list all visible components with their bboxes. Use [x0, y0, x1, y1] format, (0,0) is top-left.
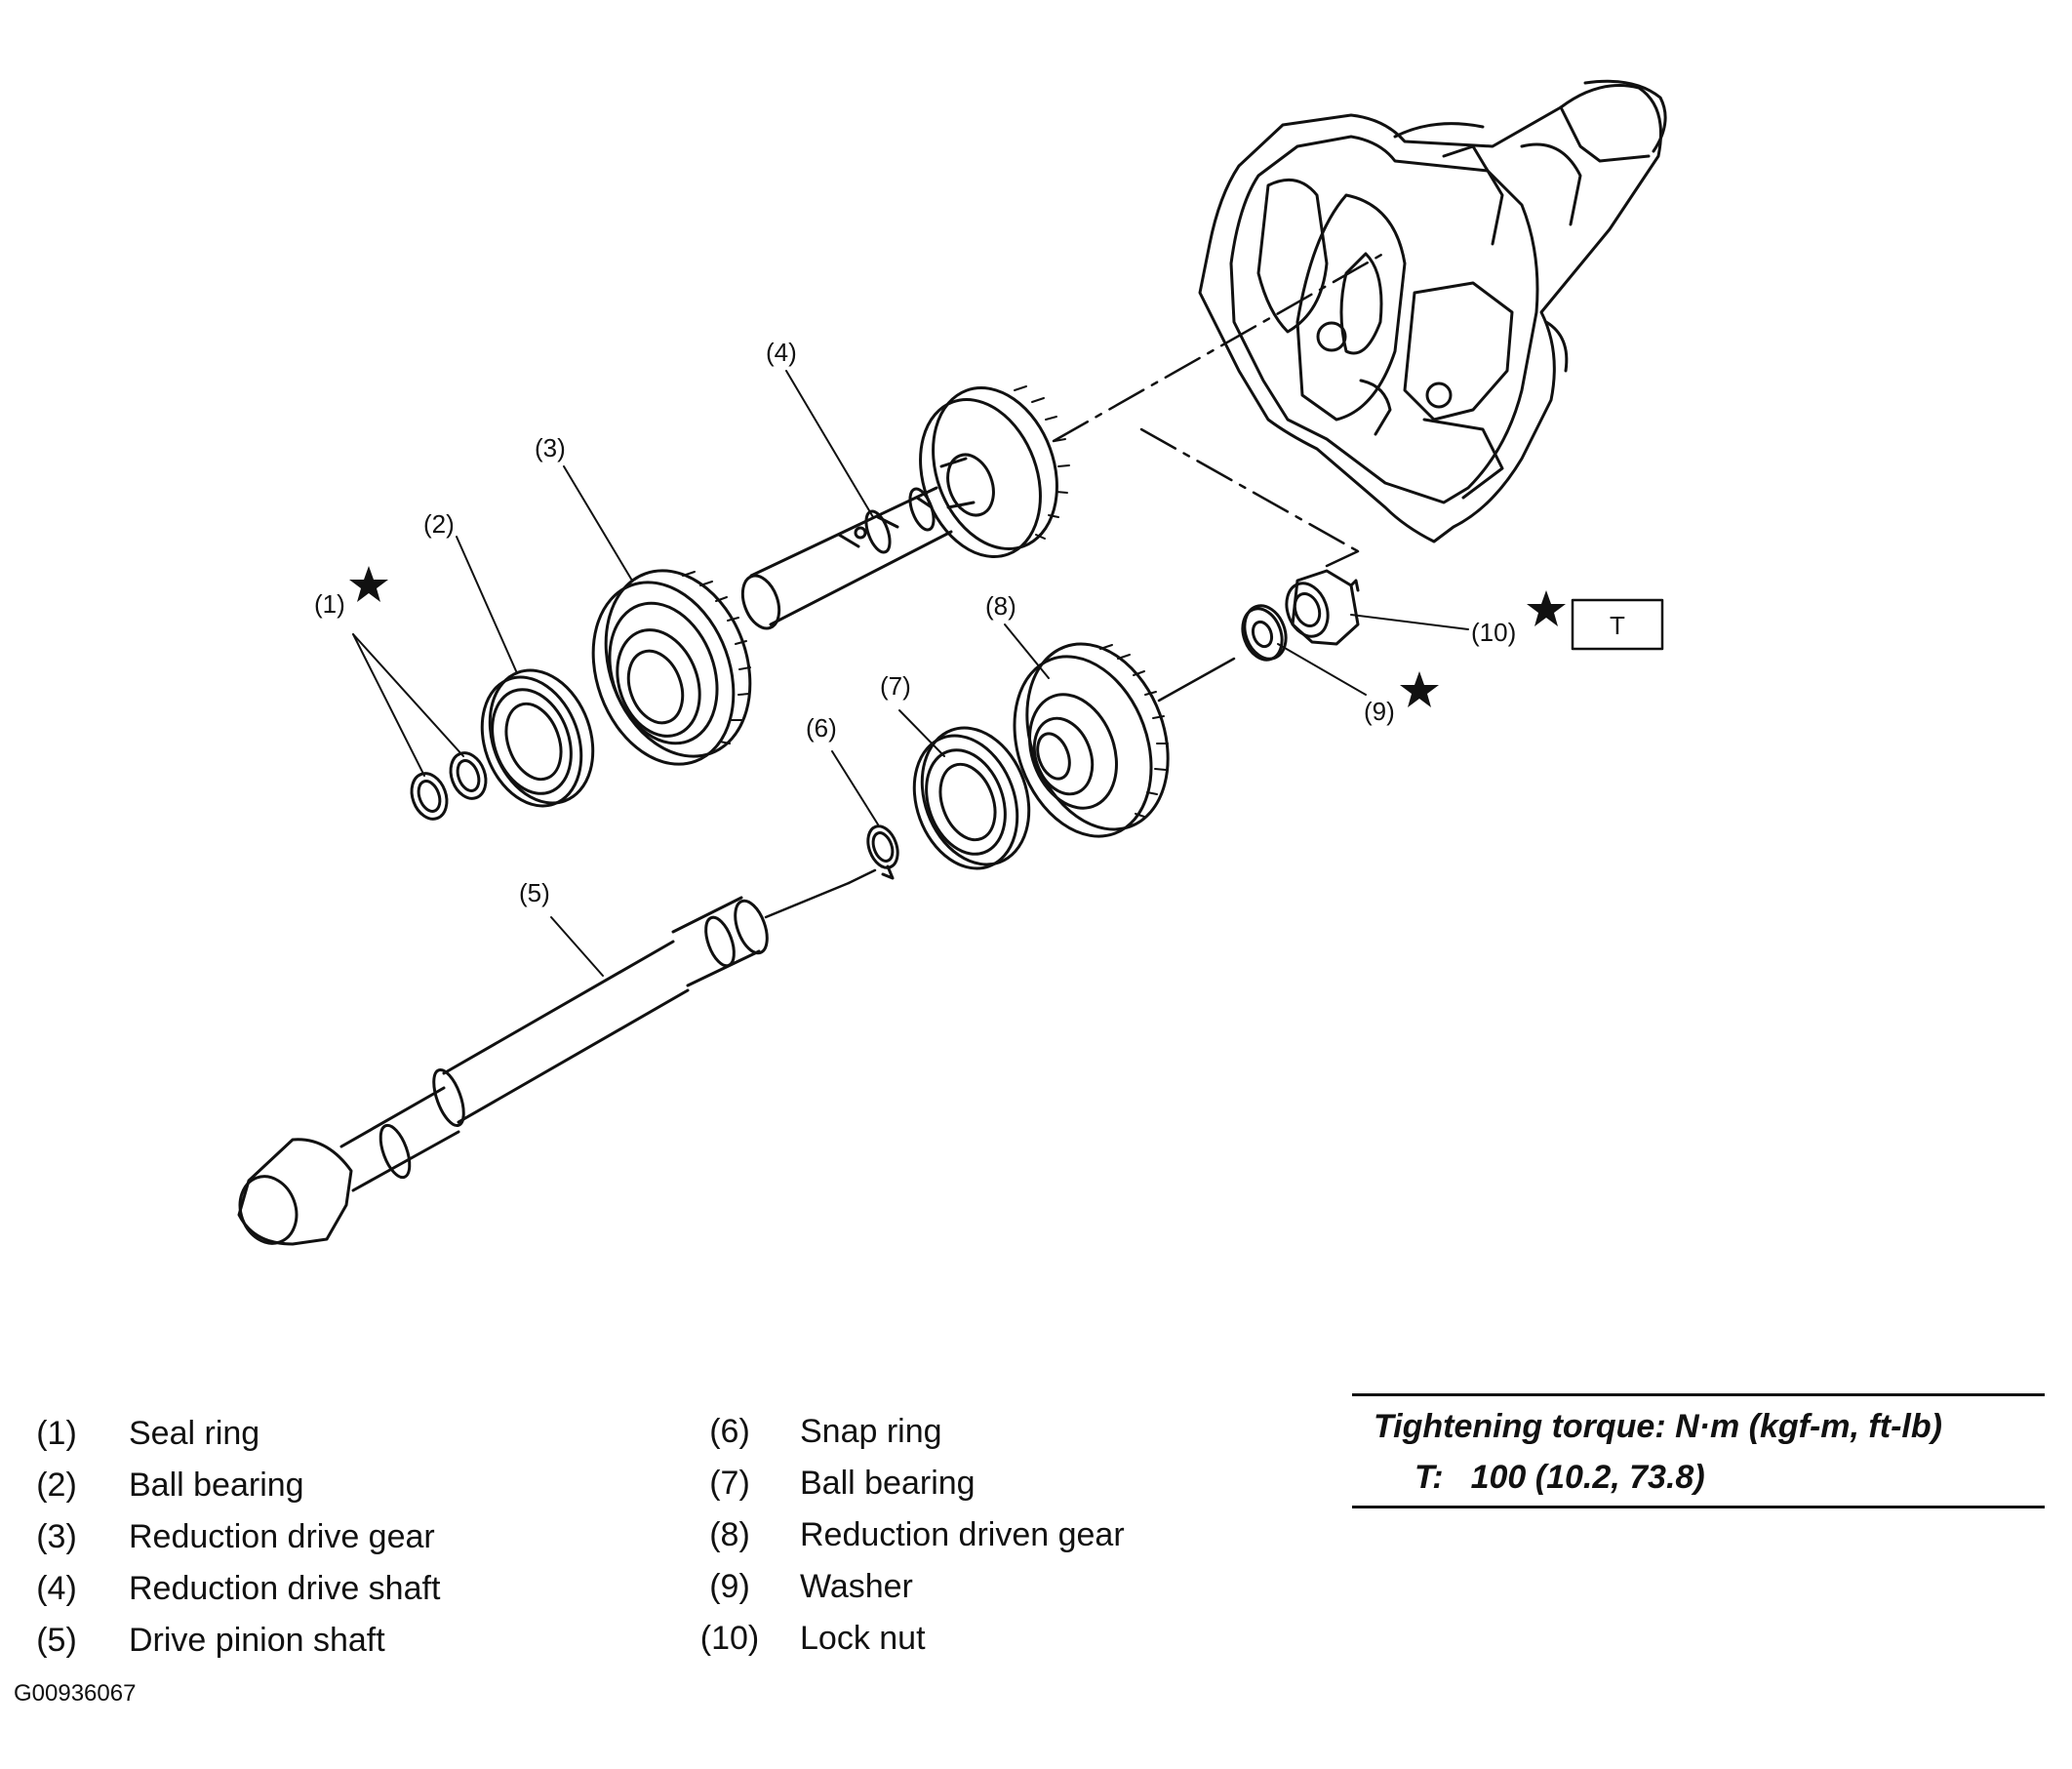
legend-num: (9) — [709, 1568, 750, 1605]
callout-10: (10) — [1471, 618, 1516, 647]
tightening-torque-panel: Tightening torque: N·m (kgf-m, ft-lb) T:… — [1352, 1393, 2045, 1508]
legend-name: Reduction driven gear — [800, 1516, 1125, 1553]
legend-name: Lock nut — [800, 1620, 926, 1657]
alignment-lines — [1052, 252, 1385, 568]
lock-nut-drawing — [1285, 569, 1360, 646]
star-icon — [1400, 671, 1439, 707]
reduction-driven-gear-drawing — [1013, 642, 1236, 838]
snap-ring-drawing — [866, 824, 899, 880]
drive-pinion-shaft-drawing — [237, 864, 885, 1246]
star-icon — [1527, 590, 1566, 626]
torque-value-row: T: 100 (10.2, 73.8) — [1415, 1459, 1705, 1497]
seal-ring-drawing — [410, 751, 488, 821]
callout-9: (9) — [1364, 697, 1395, 726]
callout-7: (7) — [880, 671, 911, 701]
transmission-case-drawing — [1198, 79, 1667, 543]
callout-8: (8) — [985, 591, 1016, 621]
figure-id: G00936067 — [14, 1680, 137, 1707]
torque-key: T: — [1415, 1459, 1444, 1496]
legend-name: Drive pinion shaft — [129, 1622, 385, 1659]
legend-num: (3) — [36, 1518, 77, 1555]
legend-name: Reduction drive gear — [129, 1518, 435, 1555]
torque-mark: T — [1610, 611, 1625, 640]
leader-lines — [352, 370, 1469, 977]
legend-name: Seal ring — [129, 1415, 260, 1452]
torque-reference-box: T — [1571, 598, 1664, 651]
callout-2: (2) — [423, 509, 455, 539]
star-icon — [349, 566, 388, 602]
callout-3: (3) — [535, 433, 566, 462]
torque-value: 100 (10.2, 73.8) — [1470, 1459, 1705, 1496]
legend-name: Washer — [800, 1568, 913, 1605]
legend-num: (7) — [709, 1465, 750, 1502]
star-markers — [349, 566, 1566, 707]
legend-name: Ball bearing — [800, 1465, 976, 1502]
ball-bearing-2-drawing — [480, 668, 595, 808]
callout-5: (5) — [519, 878, 550, 907]
reduction-drive-gear-drawing — [591, 569, 752, 766]
legend-num: (4) — [36, 1570, 77, 1607]
legend-name: Snap ring — [800, 1413, 942, 1450]
callout-labels: (1) (2) (3) (4) (5) (6) (7) (8) (9) (10) — [314, 338, 1516, 907]
legend-num: (5) — [36, 1622, 77, 1659]
legend-num: (6) — [709, 1413, 750, 1450]
legend-num: (10) — [699, 1620, 760, 1657]
callout-1: (1) — [314, 589, 345, 619]
washer-drawing — [1241, 604, 1288, 662]
callout-6: (6) — [806, 713, 837, 743]
legend-name: Ball bearing — [129, 1467, 304, 1504]
reduction-drive-shaft-drawing — [740, 385, 1070, 630]
torque-title: Tightening torque: N·m (kgf-m, ft-lb) — [1374, 1408, 1942, 1445]
ball-bearing-7-drawing — [912, 726, 1031, 870]
legend-num: (2) — [36, 1467, 77, 1504]
legend-num: (8) — [709, 1516, 750, 1553]
legend-name: Reduction drive shaft — [129, 1570, 441, 1607]
callout-4: (4) — [766, 338, 797, 367]
legend-num: (1) — [36, 1415, 77, 1452]
